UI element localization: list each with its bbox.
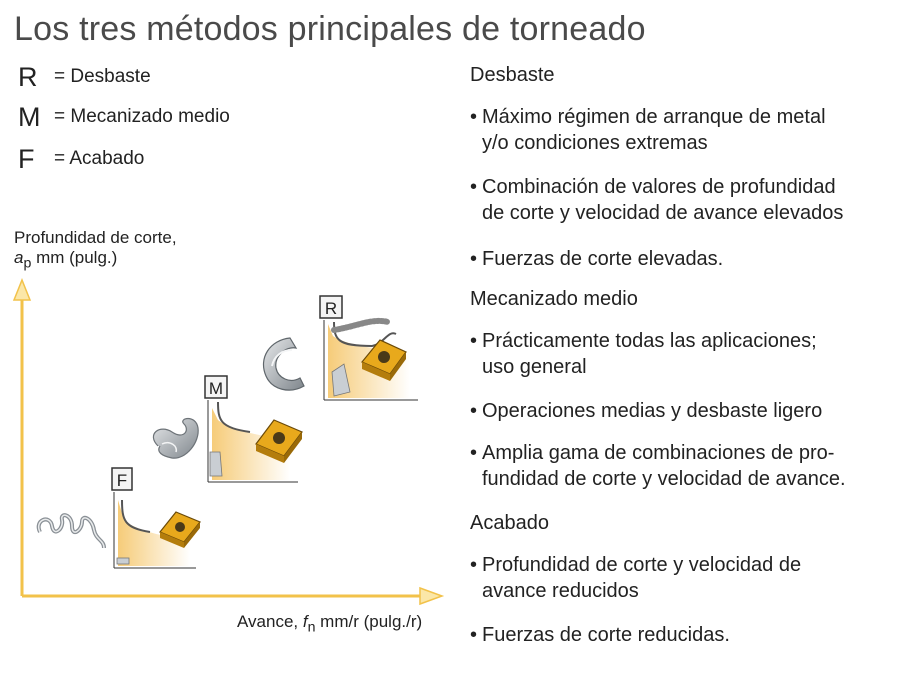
bullet-dot: • [470,248,478,270]
roughing-letter: R [325,299,337,318]
y-axis-label-line2: ap mm (pulg.) [14,248,177,273]
bullet-item: •Fuerzas de corte elevadas. [470,246,723,272]
bullet-text: Combinación de valores de profundidad [482,176,836,198]
bullet-text-cont: uso general [482,356,587,378]
roughing-insert-icon [361,339,407,381]
finishing-letter: F [117,471,127,490]
bullet-text: Profundidad de corte y velocidad de [482,554,802,576]
bullet-dot: • [470,330,478,352]
bullet-item: •Operaciones medias y desbaste ligero [470,398,822,424]
medium-insert-icon [255,419,303,463]
bullet-item: •Prácticamente todas las aplicaciones; u… [470,328,817,380]
legend-letter: R [18,62,38,92]
section-heading-medium: Mecanizado medio [470,288,638,310]
legend-item-roughing: R = Desbaste [18,62,151,93]
x-axis-label: Avance, fn mm/r (pulg./r) [237,612,422,635]
bullet-item: •Profundidad de corte y velocidad de ava… [470,552,801,604]
bullet-text-cont: y/o condiciones extremas [482,132,708,154]
page-title: Los tres métodos principales de torneado [14,10,646,48]
y-axis [12,277,32,596]
y-axis-unit: mm (pulg.) [31,248,118,267]
bullet-text: Prácticamente todas las aplicaciones; [482,330,817,352]
y-axis-label-line1: Profundidad de corte, [14,228,177,247]
finishing-panel: F [108,467,201,570]
y-axis-variable: a [14,248,24,267]
bullet-text: Máximo régimen de arranque de metal [482,106,826,128]
finishing-chip-icon [36,513,106,549]
y-axis-label: Profundidad de corte, ap mm (pulg.) [14,228,177,273]
legend-text: = Mecanizado medio [54,106,230,127]
operating-area [212,408,290,480]
roughing-panel: R [318,295,424,404]
medium-chip-icon [152,417,199,459]
bullet-dot: • [470,106,478,128]
section-heading-roughing: Desbaste [470,64,555,86]
chip-curve [121,499,151,533]
section-heading-finishing: Acabado [470,512,549,534]
finishing-letter-box [111,467,133,491]
bullet-item: •Fuerzas de corte reducidas. [470,622,730,648]
bullet-dot: • [470,624,478,646]
chip-box [331,363,351,397]
legend-text: = Acabado [54,148,145,169]
finishing-insert-icon [159,511,201,548]
x-axis-prefix: Avance, [237,612,303,631]
bullet-dot: • [470,554,478,576]
legend-item-medium: M = Mecanizado medio [18,102,230,133]
x-axis-unit: mm/r (pulg./r) [315,612,423,631]
bullet-text: Fuerzas de corte elevadas. [482,248,724,270]
y-axis-subscript: p [23,255,32,272]
bullet-item: •Máximo régimen de arranque de metal y/o… [470,104,826,156]
chip-curve [217,401,251,433]
medium-letter-box [204,375,228,399]
roughing-chip-icon [262,337,305,391]
operating-area [118,500,190,566]
bullet-text: Fuerzas de corte reducidas. [482,624,730,646]
bullet-item: •Amplia gama de combinaciones de pro- fu… [470,440,846,492]
bullet-dot: • [470,400,478,422]
turning-methods-diagram: F M [12,277,445,606]
roughing-letter-box [319,295,343,319]
bullet-text-cont: de corte y velocidad de avance elevados [482,202,844,224]
medium-letter: M [209,379,223,398]
legend-letter: F [18,144,35,174]
bullet-text: Amplia gama de combinaciones de pro- [482,442,835,464]
legend-letter: M [18,102,41,132]
x-axis-subscript: n [307,619,316,636]
legend-text: = Desbaste [54,66,151,87]
bullet-dot: • [470,442,478,464]
bullet-text: Operaciones medias y desbaste ligero [482,400,823,422]
bullet-text-cont: avance reducidos [482,580,639,602]
x-axis-variable: f [302,612,308,631]
bullet-item: •Combinación de valores de profundidad d… [470,174,843,226]
bullet-dot: • [470,176,478,198]
chip-curve [333,321,397,348]
chip-box [116,557,130,565]
bullet-text-cont: fundidad de corte y velocidad de avance. [482,468,846,490]
x-axis [22,586,445,606]
legend-item-finishing: F = Acabado [18,144,144,175]
chip-texture [331,318,391,333]
chip-box [209,451,223,477]
medium-panel: M [202,375,303,484]
